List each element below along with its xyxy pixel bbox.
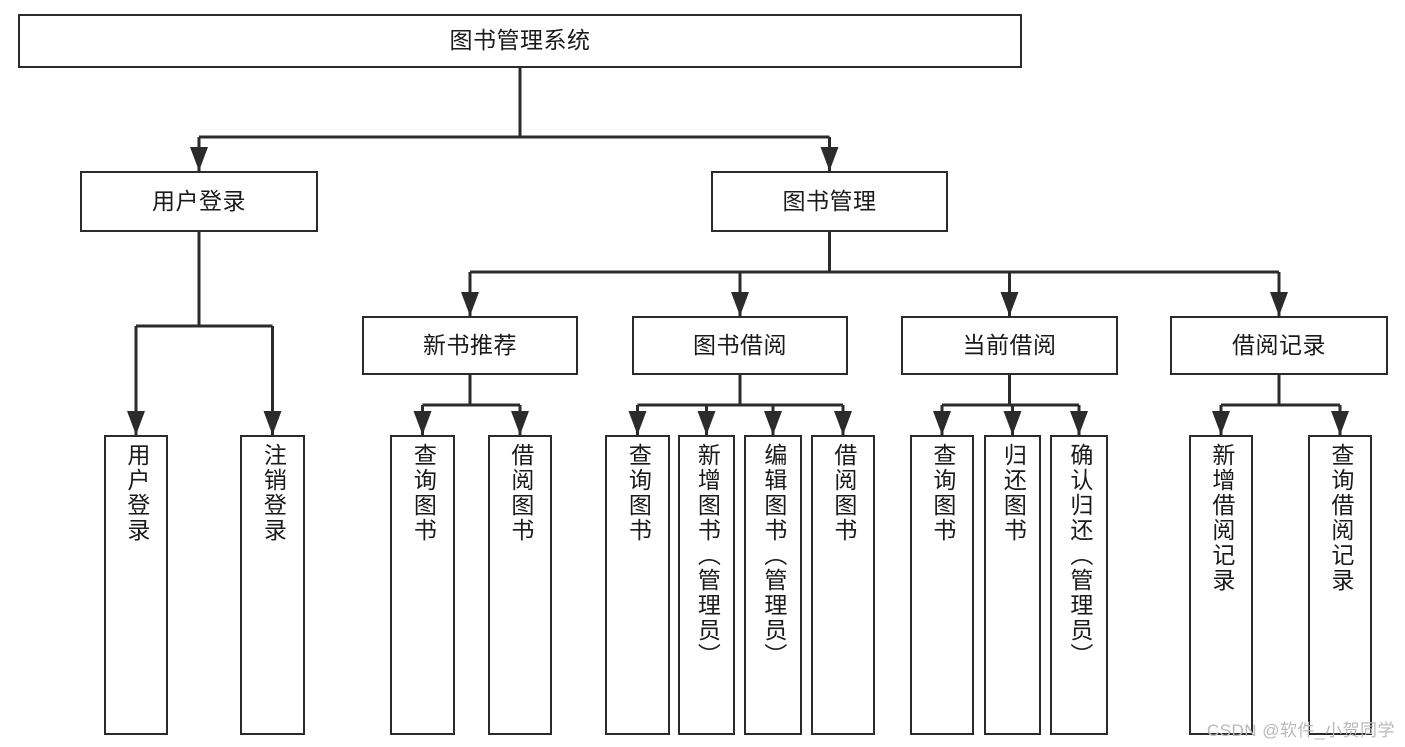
arrowhead-icon bbox=[1270, 292, 1288, 316]
node-leaf-cur-2[interactable]: 归还图书 bbox=[984, 435, 1041, 735]
node-leaf-login-2[interactable]: 注销登录 bbox=[240, 435, 305, 735]
node-leaf-rec-1[interactable]: 新增借阅记录 bbox=[1189, 435, 1253, 735]
node-label: 借阅图书 bbox=[830, 443, 857, 543]
arrowhead-icon bbox=[764, 411, 782, 435]
node-label: 查询借阅记录 bbox=[1327, 443, 1354, 593]
arrowhead-icon bbox=[413, 411, 432, 435]
arrowhead-icon bbox=[1070, 411, 1088, 435]
node-root[interactable]: 图书管理系统 bbox=[18, 14, 1022, 68]
node-label: 新书推荐 bbox=[423, 331, 517, 358]
arrowhead-icon bbox=[1000, 292, 1019, 316]
node-label: 编辑图书（管理员） bbox=[760, 443, 787, 668]
node-label: 新增借阅记录 bbox=[1208, 443, 1235, 593]
arrowhead-icon bbox=[127, 411, 145, 435]
node-leaf-rec-2[interactable]: 查询借阅记录 bbox=[1308, 435, 1372, 735]
node-label: 用户登录 bbox=[152, 187, 246, 214]
node-label: 新增图书（管理员） bbox=[694, 443, 721, 668]
node-leaf-new-2[interactable]: 借阅图书 bbox=[488, 435, 552, 735]
node-label: 用户登录 bbox=[123, 443, 150, 543]
arrowhead-icon bbox=[1212, 411, 1230, 435]
arrowhead-icon bbox=[933, 411, 951, 435]
node-label: 借阅图书 bbox=[507, 443, 534, 543]
arrowhead-icon bbox=[190, 147, 208, 171]
node-records[interactable]: 借阅记录 bbox=[1170, 316, 1388, 375]
arrowhead-icon bbox=[731, 292, 749, 316]
node-leaf-bor-2[interactable]: 新增图书（管理员） bbox=[678, 435, 735, 735]
arrowhead-icon bbox=[834, 411, 852, 435]
node-label: 确认归还（管理员） bbox=[1066, 443, 1093, 668]
watermark: CSDN @软件_小贺同学 bbox=[1206, 721, 1395, 740]
node-leaf-bor-3[interactable]: 编辑图书（管理员） bbox=[744, 435, 802, 735]
node-leaf-cur-1[interactable]: 查询图书 bbox=[910, 435, 974, 735]
node-leaf-login-1[interactable]: 用户登录 bbox=[104, 435, 168, 735]
node-label: 借阅记录 bbox=[1232, 331, 1326, 358]
arrowhead-icon bbox=[461, 292, 479, 316]
node-label: 图书管理 bbox=[782, 187, 877, 214]
arrowhead-icon bbox=[628, 411, 647, 435]
node-leaf-bor-4[interactable]: 借阅图书 bbox=[811, 435, 875, 735]
node-leaf-new-1[interactable]: 查询图书 bbox=[390, 435, 455, 735]
node-label: 查询图书 bbox=[410, 443, 437, 543]
arrowhead-icon bbox=[263, 411, 282, 435]
arrowhead-icon bbox=[1003, 411, 1022, 435]
node-label: 归还图书 bbox=[1000, 443, 1027, 543]
node-label: 图书借阅 bbox=[693, 331, 787, 358]
node-login[interactable]: 用户登录 bbox=[80, 171, 318, 232]
node-current[interactable]: 当前借阅 bbox=[901, 316, 1118, 375]
node-label: 注销登录 bbox=[260, 443, 287, 543]
node-label: 当前借阅 bbox=[962, 331, 1057, 358]
node-leaf-bor-1[interactable]: 查询图书 bbox=[605, 435, 670, 735]
node-label: 查询图书 bbox=[929, 443, 956, 543]
node-bookmgmt[interactable]: 图书管理 bbox=[711, 171, 948, 232]
node-borrow[interactable]: 图书借阅 bbox=[632, 316, 848, 375]
node-label: 查询图书 bbox=[625, 443, 652, 543]
node-leaf-cur-3[interactable]: 确认归还（管理员） bbox=[1050, 435, 1108, 735]
arrowhead-icon bbox=[697, 411, 716, 435]
arrowhead-icon bbox=[1331, 411, 1349, 435]
arrowhead-icon bbox=[820, 147, 839, 171]
node-label: 图书管理系统 bbox=[449, 27, 591, 54]
node-newbook[interactable]: 新书推荐 bbox=[362, 316, 578, 375]
arrowhead-icon bbox=[511, 411, 529, 435]
